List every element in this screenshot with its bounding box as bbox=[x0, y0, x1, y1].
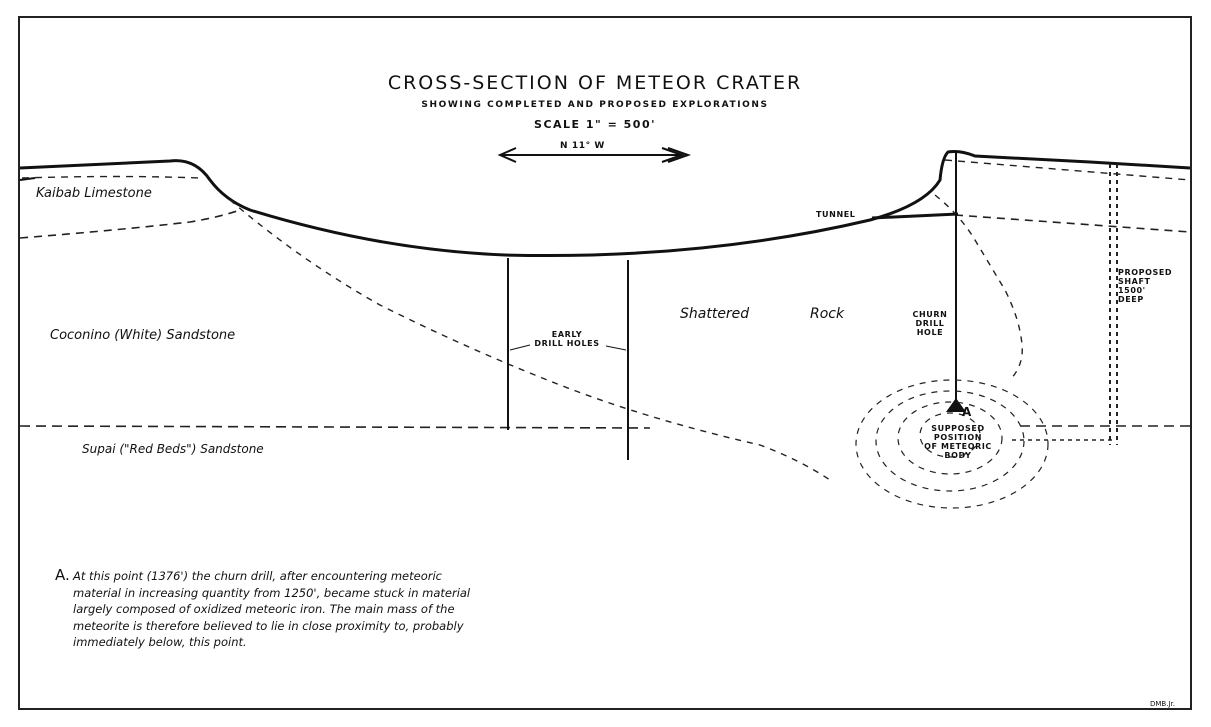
diagram-subtitle: SHOWING COMPLETED AND PROPOSED EXPLORATI… bbox=[421, 100, 769, 110]
tunnel bbox=[871, 212, 959, 220]
shattered-boundary-left bbox=[229, 199, 831, 481]
meteoric-body-zone bbox=[855, 379, 1049, 509]
supai-label: Supai ("Red Beds") Sandstone bbox=[82, 442, 264, 456]
shattered-label: Shattered bbox=[680, 306, 750, 322]
kaibab-label: Kaibab Limestone bbox=[36, 186, 152, 201]
kaibab-boundary-right bbox=[954, 214, 1191, 233]
footnote-text: At this point (1376') the churn drill, a… bbox=[73, 569, 471, 650]
scale-label: SCALE 1" = 500' bbox=[534, 118, 656, 131]
footnote-marker: A. bbox=[55, 566, 70, 584]
drawing-frame bbox=[18, 16, 1192, 710]
point-a-label: A bbox=[962, 405, 972, 419]
crater-profile bbox=[19, 150, 1191, 258]
draftsman-initials: DMB.Jr. bbox=[1150, 700, 1175, 708]
supai-boundary-left bbox=[19, 425, 651, 429]
coconino-label: Coconino (White) Sandstone bbox=[50, 328, 236, 343]
direction-label: N 11° W bbox=[560, 141, 605, 151]
kaibab-boundary-left bbox=[19, 209, 241, 239]
point-a-marker bbox=[946, 398, 966, 412]
direction-arrow bbox=[497, 147, 692, 163]
diagram-title: CROSS-SECTION OF METEOR CRATER bbox=[387, 72, 803, 94]
shattered-boundary-right bbox=[934, 194, 1023, 381]
rock-label: Rock bbox=[810, 306, 845, 322]
tunnel-label: TUNNEL bbox=[816, 210, 856, 219]
